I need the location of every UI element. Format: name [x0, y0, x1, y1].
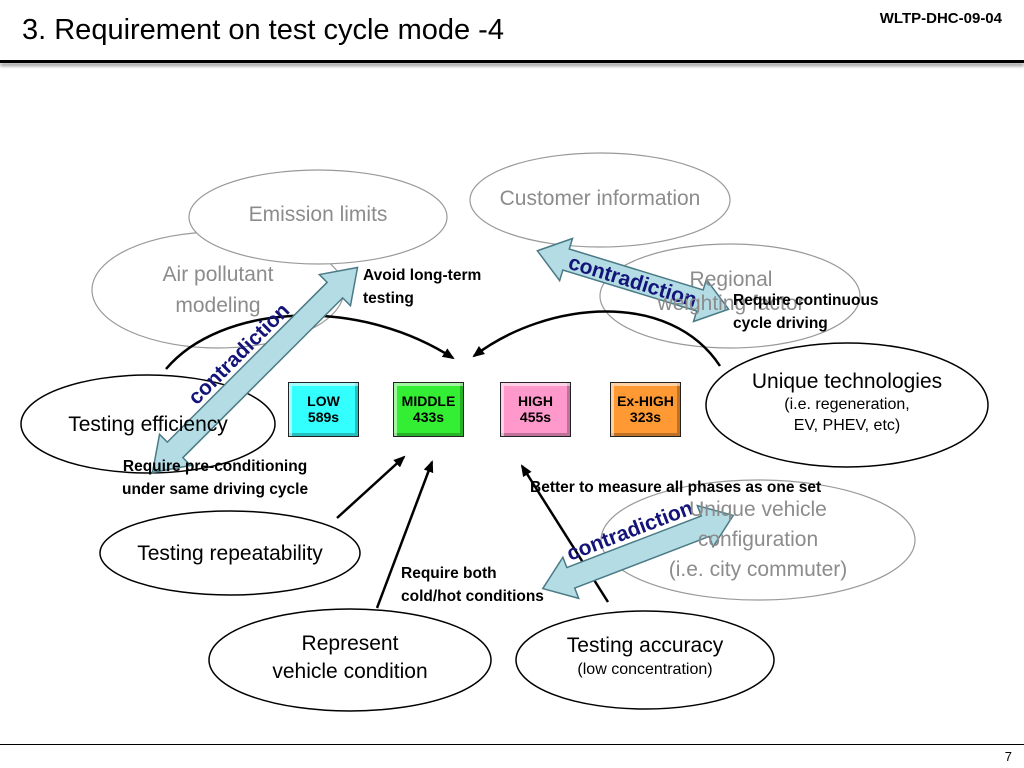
label-testing-efficiency: Testing efficiency: [68, 413, 228, 436]
title-divider: [0, 60, 1024, 63]
arrow-vehicle-condition-to-cycle: [375, 460, 434, 609]
footer-divider: [0, 744, 1024, 745]
ellipse-customer-information: [469, 152, 731, 248]
note-avoid-long-term: Avoid long-term testing: [363, 267, 482, 308]
arrow-repeatability-to-cycle: [336, 455, 406, 519]
label-unique-technologies: Unique technologies (i.e. regeneration, …: [751, 370, 943, 434]
label-air-pollutant: Air pollutant modeling: [162, 263, 274, 318]
label-represent-vehicle: Represent vehicle condition: [272, 632, 428, 684]
note-better-measure: Better to measure all phases as one set: [530, 479, 822, 496]
page-number: 7: [1004, 749, 1012, 764]
label-unique-vehicle: Unique vehicle configuration (i.e. city …: [668, 498, 848, 581]
arrow-technologies-to-cycle: [472, 310, 722, 367]
note-require-continuous: Require continuous cycle driving: [733, 292, 879, 333]
label-testing-repeatability: Testing repeatability: [137, 542, 323, 565]
label-customer-information: Customer information: [499, 187, 701, 210]
ellipse-unique-technologies: [705, 342, 989, 468]
ellipse-unique-vehicle: [600, 479, 916, 601]
ellipse-testing-repeatability: [99, 510, 361, 596]
label-testing-accuracy: Testing accuracy (low concentration): [566, 634, 724, 679]
ellipse-represent-vehicle: [208, 608, 492, 712]
ellipse-emission-limits: [188, 169, 448, 265]
page-title: 3. Requirement on test cycle mode -4: [22, 14, 504, 46]
document-id: WLTP-DHC-09-04: [879, 10, 1002, 27]
label-regional-weighting: Regional weighting factor: [657, 268, 805, 316]
note-require-preconditioning: Require pre-conditioning under same driv…: [122, 458, 309, 499]
ellipse-testing-accuracy: [515, 610, 775, 710]
note-require-both: Require both cold/hot conditions: [401, 565, 544, 606]
label-emission-limits: Emission limits: [248, 203, 388, 226]
